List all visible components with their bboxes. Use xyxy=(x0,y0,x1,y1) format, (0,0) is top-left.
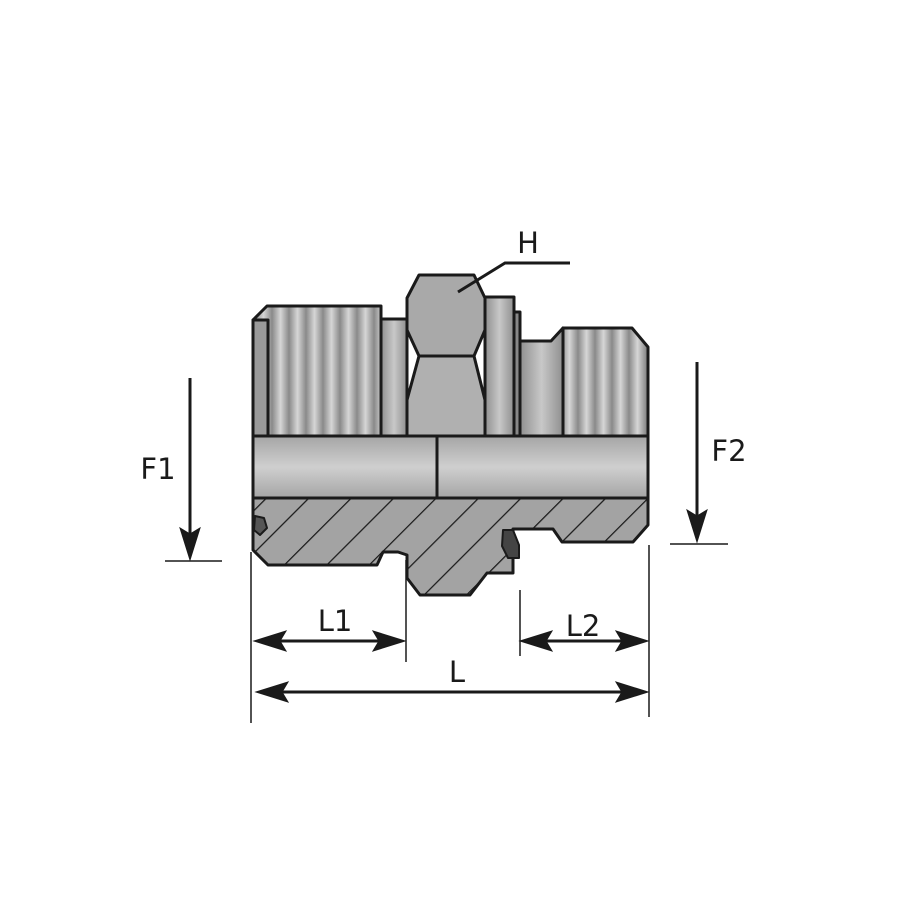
right-thread xyxy=(561,326,650,438)
hex-nut-lower xyxy=(405,354,487,438)
left-seal xyxy=(253,515,268,536)
l2-arrow xyxy=(518,630,650,652)
left-neck xyxy=(379,317,409,438)
extension-lines xyxy=(165,543,728,723)
flange xyxy=(483,295,516,438)
l1-arrow xyxy=(252,630,407,652)
label-f2: F2 xyxy=(711,434,746,468)
label-l: L xyxy=(449,655,465,689)
left-thread xyxy=(251,304,383,438)
hex-nut xyxy=(405,273,487,358)
f2-arrow xyxy=(686,362,708,544)
right-neck xyxy=(518,326,565,438)
hex-leader-line xyxy=(457,261,570,294)
label-l1: L1 xyxy=(318,604,353,638)
label-f1: F1 xyxy=(140,452,175,486)
left-thread-lip xyxy=(251,318,270,438)
bore-left xyxy=(251,434,439,500)
bore-right xyxy=(435,434,650,500)
l-arrow xyxy=(254,681,650,703)
right-seal xyxy=(501,529,520,559)
f1-arrow xyxy=(179,378,201,562)
label-l2: L2 xyxy=(566,609,601,643)
label-h: H xyxy=(517,226,539,260)
section-hatch xyxy=(251,496,650,597)
